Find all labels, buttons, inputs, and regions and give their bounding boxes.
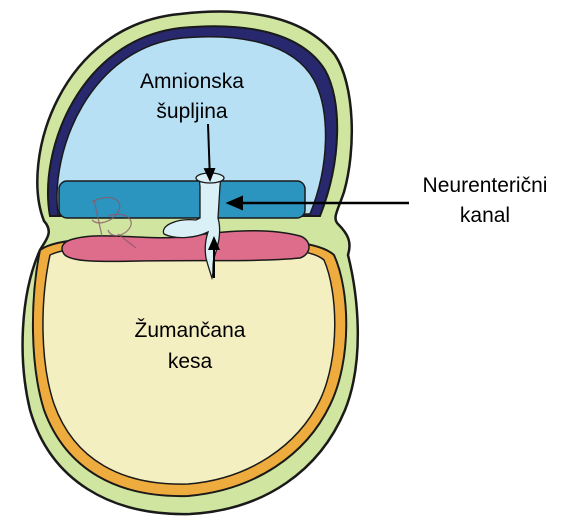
watermark-monogram: DR [91, 196, 137, 249]
amnion-pointer-arrow [203, 123, 216, 182]
amniotic-cavity [56, 35, 327, 215]
label-amnion-line1: Amnionska [140, 70, 244, 93]
label-yolk-line2: kesa [168, 350, 213, 373]
label-canal-line1: Neurenterični [423, 174, 548, 197]
label-yolk-line1: Žumančana [135, 319, 246, 342]
label-canal-line2: kanal [460, 204, 510, 227]
ectoderm-layer [58, 180, 306, 219]
label-amnion-line2: šupljina [156, 100, 228, 123]
